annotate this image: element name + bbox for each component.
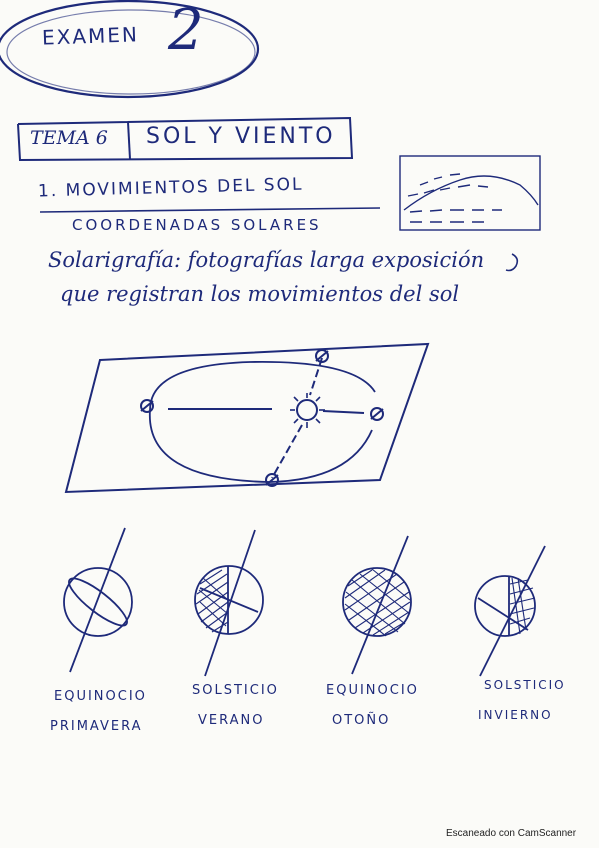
body-line-2: que registran los movimientos del sol: [60, 282, 460, 306]
scanner-watermark: Escaneado con CamScanner: [446, 828, 577, 839]
season-label-2: SOLSTICIO VERANO: [192, 676, 279, 736]
section-subheading: COORDENADAS SOLARES: [72, 216, 322, 234]
season-label-3: EQUINOCIO OTOÑO: [326, 676, 419, 736]
sketch-thumbnail: [399, 155, 541, 231]
season-label-4: SOLSTICIO INVIERNO: [478, 670, 566, 730]
sun-path-diagram: [64, 342, 430, 494]
exam-title-oval: [0, 0, 260, 99]
globe-solstice-summer: [194, 529, 264, 677]
globe-equinox-spring: [63, 527, 133, 673]
heading-underline: [39, 207, 381, 213]
exam-label: EXAMEN: [41, 22, 140, 50]
season-label-2-line-2: VERANO: [198, 713, 265, 728]
season-label-4-line-1: SOLSTICIO: [484, 678, 566, 692]
season-label-2-line-1: SOLSTICIO: [192, 683, 279, 698]
globe-equinox-autumn: [342, 535, 412, 675]
season-label-3-line-1: EQUINOCIO: [326, 683, 419, 698]
season-label-1-line-2: PRIMAVERA: [50, 719, 143, 734]
topic-number: TEMA 6: [30, 127, 108, 149]
globe-solstice-winter: [474, 545, 546, 677]
topic-box: [17, 116, 354, 162]
body-line-1: Solarigrafía: fotografías larga exposici…: [48, 248, 485, 272]
sun-icon: [296, 399, 318, 421]
season-label-1-line-1: EQUINOCIO: [54, 689, 147, 704]
season-label-3-line-2: OTOÑO: [332, 713, 391, 728]
season-label-4-line-2: INVIERNO: [478, 708, 553, 722]
exam-number: 2: [168, 0, 204, 63]
season-label-1: EQUINOCIO PRIMAVERA: [50, 682, 147, 742]
topic-title: SOL Y VIENTO: [146, 124, 336, 149]
